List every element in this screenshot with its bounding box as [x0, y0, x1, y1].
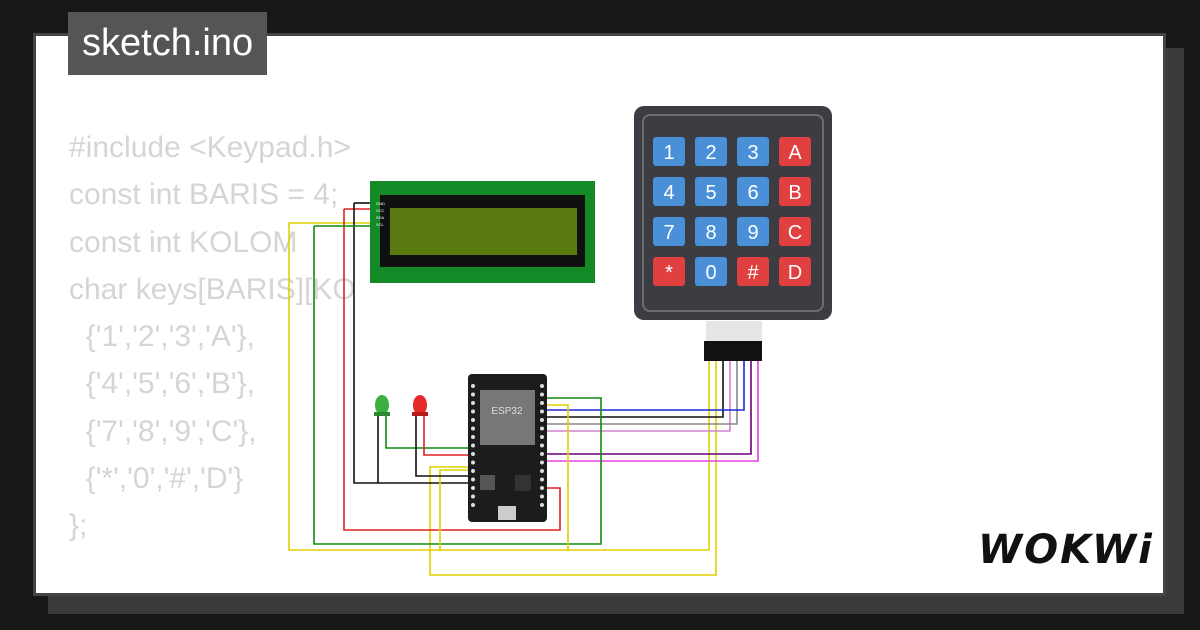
code-line: {'4','5','6','B'}, [69, 367, 255, 401]
keypad-key[interactable]: A [779, 137, 811, 166]
esp32-pin [540, 469, 544, 473]
keypad-key[interactable]: 3 [737, 137, 769, 166]
esp32-pin [471, 384, 475, 388]
key-label: 8 [705, 222, 716, 244]
esp32-pin [540, 426, 544, 431]
key-label: C [788, 222, 802, 244]
wokwi-logo: WOKWi [978, 527, 1154, 573]
code-line: {'7','8','9','C'}, [69, 414, 257, 448]
key-label: * [665, 262, 673, 284]
keypad-key[interactable]: * [653, 257, 685, 286]
key-label: 9 [747, 222, 758, 244]
code-line: const int KOLOM [69, 225, 298, 259]
key-label: 6 [747, 182, 758, 204]
esp32-pin [471, 486, 475, 490]
esp32-pin [471, 452, 475, 456]
key-label: 1 [663, 142, 674, 164]
key-label: 0 [705, 262, 716, 284]
esp32-pin [540, 494, 544, 499]
keypad-key[interactable]: 5 [695, 177, 727, 206]
keypad-key[interactable]: 1 [653, 137, 685, 166]
keypad-key[interactable]: B [779, 177, 811, 206]
key-label: 3 [747, 142, 758, 164]
keypad-key[interactable]: D [779, 257, 811, 286]
led-red [412, 395, 428, 416]
esp32-pin [540, 486, 544, 490]
code-line: }; [69, 509, 88, 543]
esp32-pin [471, 469, 475, 473]
lcd-pin-label: SCL [376, 222, 385, 227]
key-label: B [788, 182, 801, 204]
code-line: {'1','2','3','A'}, [69, 320, 255, 354]
keypad-key[interactable]: 7 [653, 217, 685, 246]
code-line: char keys[BARIS][KO [69, 272, 356, 306]
esp32-board: ESP32 [468, 374, 547, 522]
key-label: # [747, 262, 759, 284]
code-line: #include <Keypad.h> [69, 131, 351, 164]
keypad-key[interactable]: 4 [653, 177, 685, 206]
key-label: D [788, 262, 802, 284]
lcd-pin-label: VCC [376, 208, 385, 213]
esp32-pin [471, 409, 475, 414]
esp32-pin [540, 443, 544, 448]
esp32-pin [540, 435, 544, 439]
esp32-pin [471, 392, 475, 397]
esp32-label: ESP32 [491, 406, 523, 417]
esp32-pin [471, 494, 475, 499]
esp32-pin [471, 477, 475, 482]
esp32-pin [471, 418, 475, 422]
led-green [374, 395, 390, 416]
key-label: 4 [663, 182, 674, 204]
code-line: const int BARIS = 4; [69, 178, 339, 212]
esp32-pin [471, 435, 475, 439]
project-card[interactable]: #include <Keypad.h> const int BARIS = 4;… [33, 33, 1166, 596]
code-line: {'*','0','#','D'} [69, 462, 244, 496]
esp32-pin [471, 503, 475, 507]
keypad: 1 2 3 A 4 5 6 B 7 8 9 C * 0 # D [634, 106, 832, 361]
key-label: 2 [705, 142, 716, 164]
keypad-key[interactable]: 9 [737, 217, 769, 246]
key-label: A [788, 142, 802, 164]
esp32-pin [540, 452, 544, 456]
esp32-pin [540, 392, 544, 397]
esp32-pin [540, 401, 544, 405]
esp32-pin [471, 443, 475, 448]
key-label: 5 [705, 182, 716, 204]
keypad-key[interactable]: # [737, 257, 769, 286]
esp32-pin [471, 460, 475, 465]
esp32-pin [540, 460, 544, 465]
esp32-pin [540, 409, 544, 414]
keypad-key[interactable]: 6 [737, 177, 769, 206]
lcd-pin-label: GND [376, 201, 385, 206]
lcd-display: GND VCC SDA SCL [370, 181, 595, 283]
esp32-pin [540, 477, 544, 482]
keypad-key[interactable]: 2 [695, 137, 727, 166]
esp32-pin [540, 418, 544, 422]
keypad-key[interactable]: C [779, 217, 811, 246]
keypad-key[interactable]: 8 [695, 217, 727, 246]
esp32-pin [540, 384, 544, 388]
esp32-pin [540, 503, 544, 507]
code-preview: #include <Keypad.h> const int BARIS = 4;… [69, 124, 752, 593]
keypad-key[interactable]: 0 [695, 257, 727, 286]
esp32-pin [471, 401, 475, 405]
sketch-filename: sketch.ino [68, 12, 268, 75]
esp32-pin [471, 426, 475, 431]
key-label: 7 [663, 222, 674, 244]
lcd-pin-label: SDA [376, 215, 385, 220]
